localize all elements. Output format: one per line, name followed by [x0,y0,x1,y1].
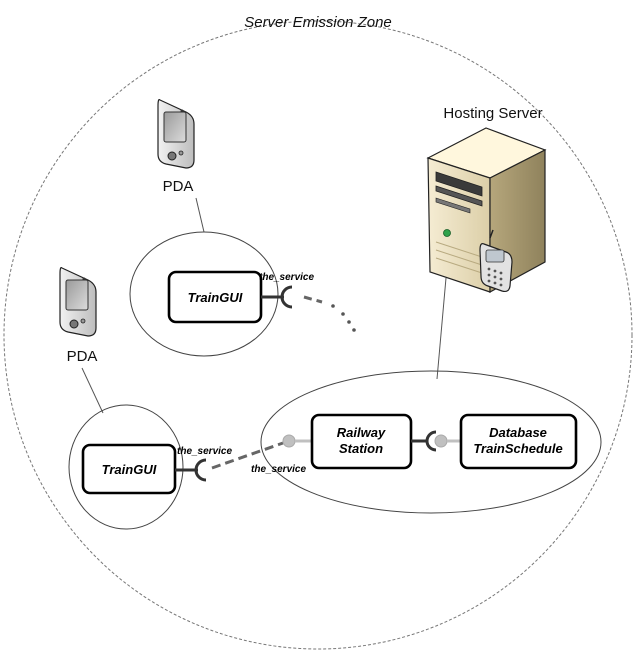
service-connection [211,441,284,470]
hosting-server: Hosting Server [426,105,547,294]
interface-label: the_service [251,464,306,475]
pending-connection [303,295,356,332]
railway-station-component[interactable]: Railway Station [310,413,413,470]
pda-left: PDA [59,267,98,365]
component-label-line2: TrainSchedule [473,441,562,456]
pda-label: PDA [163,178,194,195]
pda-top: PDA [157,99,195,195]
pda-label: PDA [67,348,98,365]
railway-station-provided-interface: the_service [251,434,312,475]
pda-top-environment [129,231,279,357]
pda-icon [157,99,195,169]
server-environment [260,370,602,514]
server-icon [426,127,547,294]
database-connection [411,430,461,452]
database-trainschedule-component[interactable]: Database TrainSchedule [459,413,578,470]
mobile-phone-icon [479,229,513,293]
traingui-top-component[interactable]: TrainGUI [167,270,263,324]
server-emission-zone: Server Emission Zone [3,14,633,650]
component-label-line2: Station [339,441,383,456]
component-label: TrainGUI [188,290,243,305]
component-label-line1: Railway [337,425,386,440]
traingui-top-required-interface: the_service [259,272,314,309]
traingui-bottom-required-interface: the_service [175,446,232,482]
server-label: Hosting Server [443,105,542,122]
pda-icon [59,267,97,337]
interface-label: the_service [259,272,314,283]
association-lines [81,197,447,414]
interface-label: the_service [177,446,232,457]
pda-left-environment [68,404,184,530]
traingui-bottom-component[interactable]: TrainGUI [81,443,177,495]
zone-title: Server Emission Zone [244,14,392,31]
component-label: TrainGUI [102,462,157,477]
component-label-line1: Database [489,425,547,440]
